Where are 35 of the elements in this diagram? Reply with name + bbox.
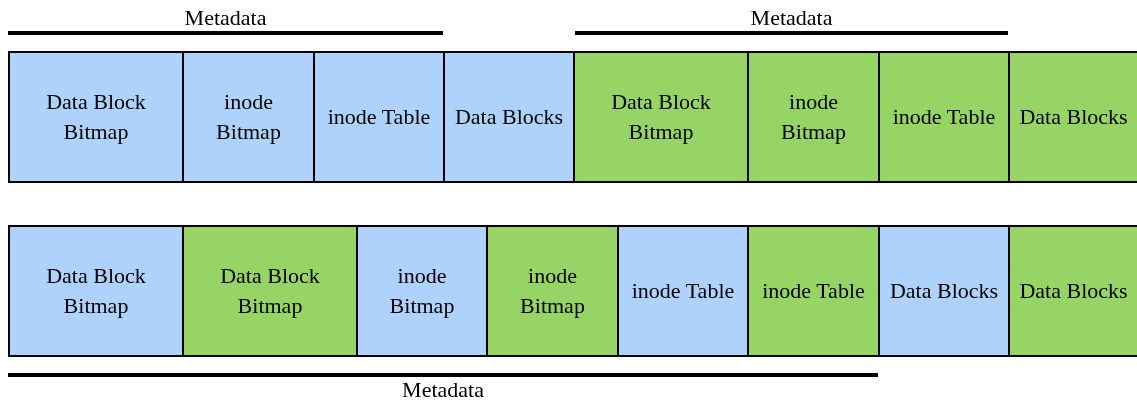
region-block — [313, 51, 445, 183]
block-label: inode Table — [891, 103, 997, 131]
block-label: inode Table — [326, 103, 432, 131]
region-block — [486, 225, 619, 357]
block-label: Data Block Bitmap — [45, 88, 147, 146]
block-label: Data Block Bitmap — [610, 88, 712, 146]
region-block — [878, 225, 1010, 357]
block-label: Data Blocks — [453, 103, 565, 131]
region-block — [573, 51, 749, 183]
block-label: Data Blocks — [888, 277, 1000, 305]
block-label: inode Bitmap — [519, 262, 586, 320]
block-label: Data Block Bitmap — [219, 262, 321, 320]
block-label: Data Block Bitmap — [45, 262, 147, 320]
block-label: Data Blocks — [1018, 277, 1129, 305]
block-label: inode Table — [761, 277, 866, 305]
region-block — [1008, 51, 1137, 183]
region-block — [8, 225, 184, 357]
region-block — [356, 225, 488, 357]
region-block — [878, 51, 1010, 183]
block-label: inode Bitmap — [780, 88, 847, 146]
region-block — [443, 51, 575, 183]
block-label: inode Table — [630, 277, 736, 305]
block-label: inode Bitmap — [388, 262, 456, 320]
metadata-label: Metadata — [184, 6, 267, 30]
region-block — [1008, 225, 1137, 357]
region-block — [617, 225, 749, 357]
region-block — [747, 225, 880, 357]
region-block — [8, 51, 184, 183]
region-block — [182, 225, 358, 357]
block-label: inode Bitmap — [215, 88, 282, 146]
region-block — [182, 51, 315, 183]
metadata-label: Metadata — [750, 6, 833, 30]
metadata-label: Metadata — [402, 378, 484, 401]
region-block — [747, 51, 880, 183]
block-label: Data Blocks — [1018, 103, 1129, 131]
